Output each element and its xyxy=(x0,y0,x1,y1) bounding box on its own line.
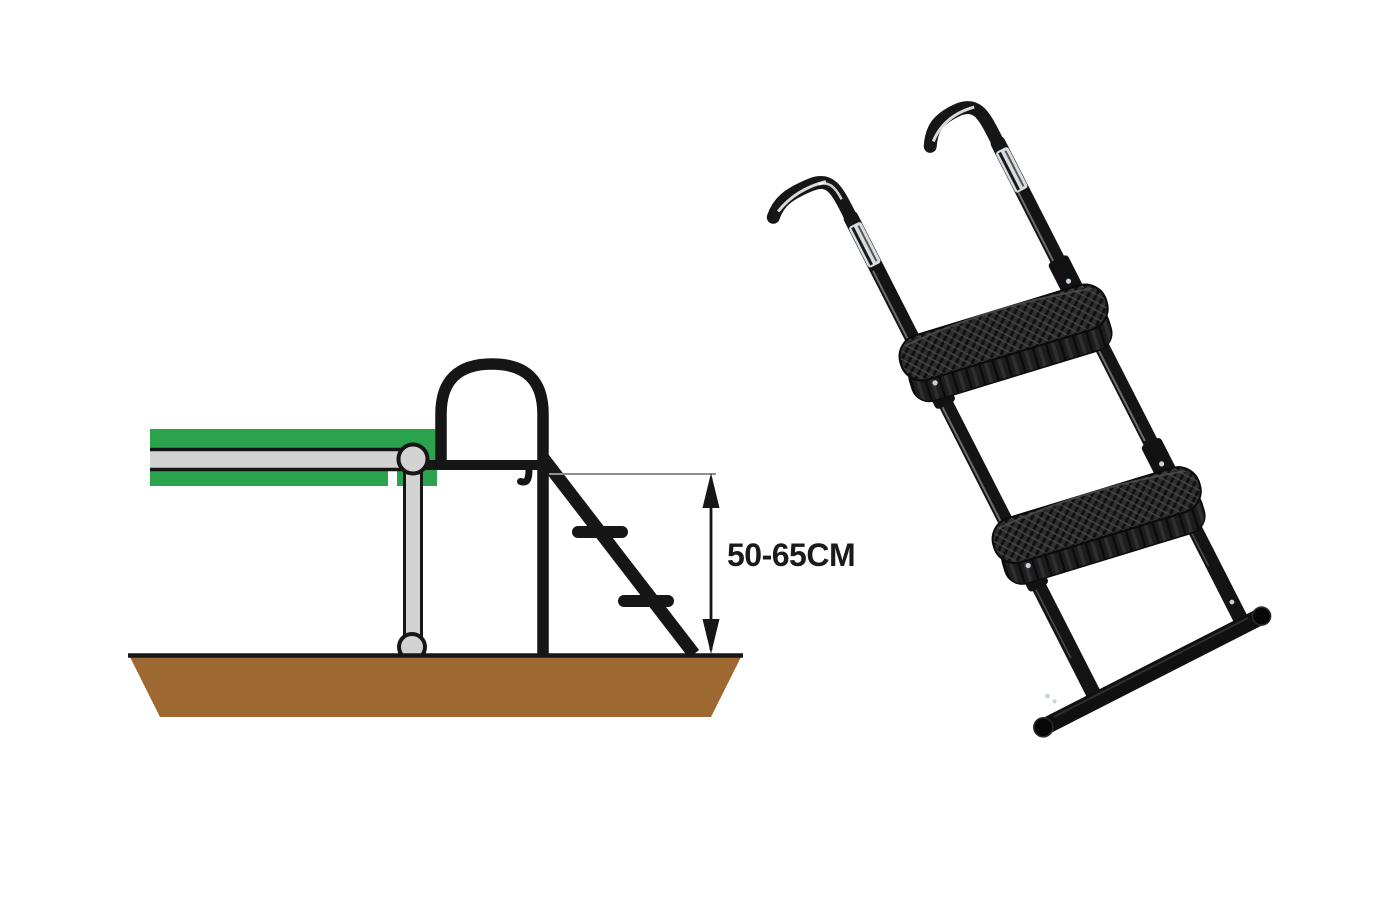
pad-gap xyxy=(388,470,397,486)
installation-schematic: 50-65CM xyxy=(128,358,856,717)
ladder-right-rail xyxy=(990,135,1251,631)
step2-edge-highlight xyxy=(997,470,1186,530)
ground xyxy=(128,653,743,717)
crossbar-right-cap xyxy=(1251,606,1272,626)
ladder-step-tread-2 xyxy=(991,466,1206,585)
arrow-head-down-icon xyxy=(702,619,720,654)
bottom-crossbar xyxy=(1033,606,1272,738)
ladder-hook-schematic xyxy=(517,465,533,486)
ladder-schematic xyxy=(537,454,700,658)
ground-soil xyxy=(130,657,741,717)
bolts xyxy=(932,278,1235,704)
crossbar-left-cap xyxy=(1033,717,1054,738)
leg-top-joint xyxy=(396,442,430,476)
ladder-step-tread-1 xyxy=(898,283,1113,403)
ladder-product-photo xyxy=(766,101,1273,754)
step1-edge-highlight xyxy=(904,287,1093,347)
ladder-handle-arch xyxy=(435,358,549,654)
crossbar-highlight xyxy=(1053,617,1249,718)
product-shadow xyxy=(852,186,1273,754)
right-hook-highlight xyxy=(931,105,975,142)
ladder-rail-diagonal xyxy=(537,454,700,658)
trampoline-leg xyxy=(403,454,423,654)
frame-tube-fill xyxy=(150,451,422,468)
height-range-label: 50-65CM xyxy=(727,537,855,573)
frame-tube xyxy=(150,447,424,472)
arrow-head-up-icon xyxy=(702,473,720,508)
left-hook xyxy=(766,176,881,268)
ladder-left-rail xyxy=(843,210,1104,706)
left-hook-apex-highlight xyxy=(817,182,843,200)
right-hook xyxy=(923,101,1028,193)
height-dimension: 50-65CM xyxy=(549,473,856,654)
